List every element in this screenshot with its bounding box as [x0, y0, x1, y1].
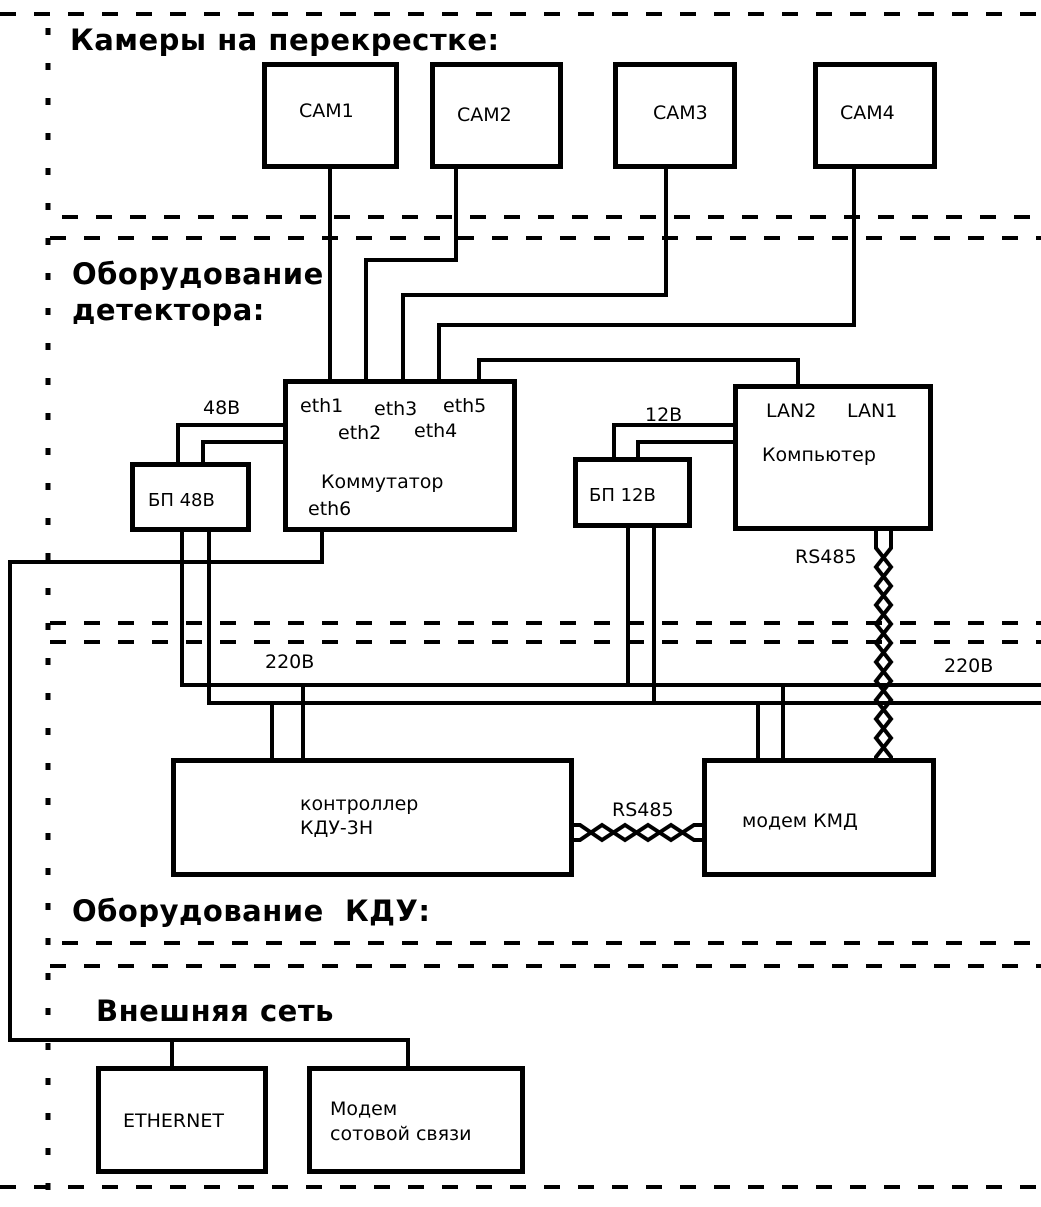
wire-label-rs485-mid: RS485 [612, 799, 674, 821]
switch-title: Коммутатор [321, 471, 444, 493]
wire-label-220v-right: 220В [944, 655, 994, 677]
rs485-vertical [873, 531, 894, 760]
wire-cam2-eth2 [364, 168, 458, 380]
wire-label-48v: 48В [203, 397, 241, 419]
port-eth6: eth6 [308, 498, 352, 520]
psu-48v-box: БП 48В [130, 462, 251, 532]
camera-label: CAM4 [840, 102, 895, 124]
controller-box: контроллер КДУ-3Н [171, 758, 574, 877]
cell-modem-line2: сотовой связи [330, 1123, 472, 1145]
wire-220v-lower [207, 530, 1041, 705]
controller-line1: контроллер [300, 793, 419, 815]
wire-48v-b [201, 440, 285, 465]
port-eth2: eth2 [338, 422, 382, 444]
cell-modem-line1: Модем [330, 1098, 398, 1120]
zone-title-cameras: Камеры на перекрестке: [70, 23, 500, 57]
modem-kmd-box: модем КМД [702, 758, 936, 877]
lan1-label: LAN1 [847, 400, 898, 422]
computer-title: Компьютер [762, 444, 876, 466]
camera-box-cam4: CAM4 [813, 62, 937, 169]
switch-box: eth1 eth3 eth5 eth2 eth4 Коммутатор eth6 [283, 379, 517, 532]
wire-label-12v: 12В [645, 404, 683, 426]
port-eth5: eth5 [443, 395, 487, 417]
rs485-horizontal-strand-b [572, 822, 705, 843]
camera-label: CAM2 [457, 104, 512, 126]
port-eth1: eth1 [300, 395, 344, 417]
ethernet-wires [8, 168, 856, 1068]
camera-label: CAM3 [653, 102, 708, 124]
zone-title-detector: Оборудование детектора: [72, 257, 324, 327]
port-eth3: eth3 [374, 398, 418, 420]
camera-box-cam1: CAM1 [262, 62, 399, 169]
psu-48v-label: БП 48В [148, 490, 215, 511]
wire-12v-a [612, 423, 737, 460]
wire-48v-a [176, 423, 285, 465]
ethernet-label: ETHERNET [123, 1110, 224, 1132]
controller-line2: КДУ-3Н [300, 817, 374, 839]
wire-label-rs485-top: RS485 [795, 546, 857, 568]
rs485-horizontal [572, 822, 705, 843]
wire-cam4-eth4 [437, 168, 856, 380]
psu-12v-label: БП 12В [589, 485, 656, 506]
rs485-vertical-strand-b [873, 531, 894, 760]
wire-eth6-network [8, 530, 410, 1068]
psu-12v-box: БП 12В [573, 457, 692, 528]
wire-label-220v-left: 220В [265, 651, 315, 673]
port-eth4: eth4 [414, 420, 458, 442]
computer-box: LAN2 LAN1 Компьютер [733, 384, 933, 531]
wire-cam3-eth3 [401, 168, 668, 380]
camera-box-cam2: CAM2 [430, 62, 563, 169]
cell-modem-box: Модем сотовой связи [307, 1066, 525, 1174]
lan2-label: LAN2 [766, 400, 817, 422]
power-wires [176, 423, 1041, 760]
modem-kmd-label: модем КМД [742, 810, 858, 832]
wire-220v-upper [180, 530, 1041, 687]
camera-label: CAM1 [299, 100, 354, 122]
wire-12v-b [636, 440, 737, 460]
ethernet-box: ETHERNET [96, 1066, 268, 1174]
zone-title-kdu: Оборудование КДУ: [72, 894, 431, 928]
wire-eth5-lan2 [477, 358, 800, 386]
zone-title-network: Внешняя сеть [96, 994, 334, 1028]
camera-box-cam3: CAM3 [613, 62, 737, 169]
